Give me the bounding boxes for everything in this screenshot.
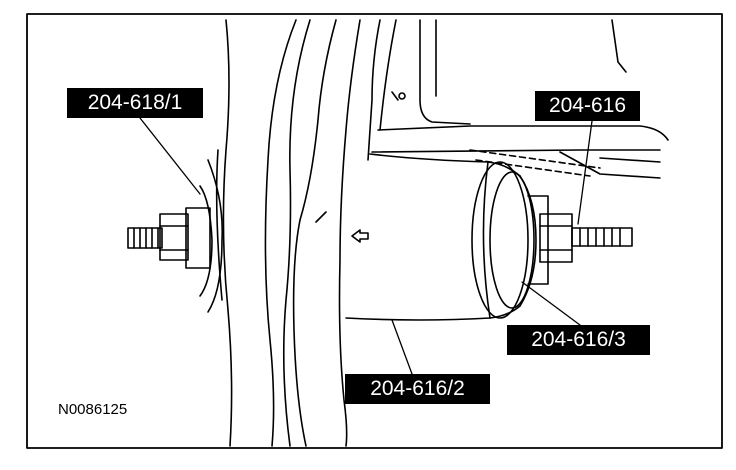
figure-id: N0086125 — [58, 401, 128, 418]
figure-border — [26, 13, 723, 449]
body-panel — [371, 19, 669, 179]
callout-204-618-1: 204-618/1 — [67, 88, 203, 118]
leader-204-618-1 — [139, 117, 201, 195]
leader-lines — [139, 117, 593, 375]
leader-204-616-2 — [391, 319, 413, 375]
left-panel-edge — [215, 19, 233, 447]
frame-rails — [264, 19, 397, 447]
left-nut-and-bolt — [127, 159, 224, 313]
leader-204-616 — [577, 120, 593, 225]
leader-204-616-3 — [521, 281, 581, 326]
callout-204-616-2: 204-616/2 — [345, 374, 490, 404]
right-nut-and-bolt — [539, 213, 633, 263]
cylinder-adapter — [345, 153, 549, 321]
callout-204-616-3: 204-616/3 — [507, 325, 650, 355]
direction-arrow-icon — [351, 229, 369, 243]
callout-204-616: 204-616 — [535, 91, 640, 121]
